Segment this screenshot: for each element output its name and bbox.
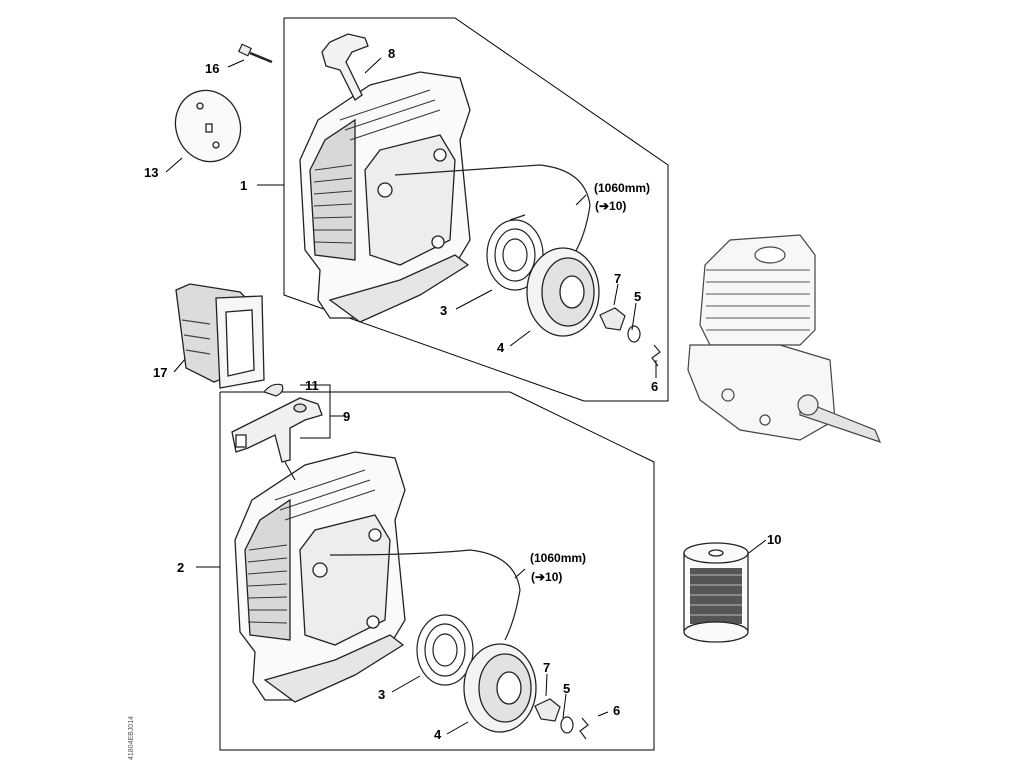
spring-clip-upper [651,344,661,367]
washer-upper [627,325,641,343]
engine-unit [687,234,882,443]
spring-clip-lower [579,717,589,740]
callout-3-lower: 3 [378,687,386,702]
callout-13: 13 [144,165,159,180]
starter-grip-lower [231,397,323,463]
rewind-spring-lower [416,614,474,686]
rope-ref-note-lower: (➔10) [531,570,563,584]
group-2-border [219,391,655,751]
callout-16: 16 [205,61,220,76]
callout-6-lower: 6 [613,703,621,718]
callout-7-upper: 7 [614,271,622,286]
air-duct-17 [175,283,265,389]
drawing-code: 41804EBJ014 [128,716,135,760]
callout-4-upper: 4 [497,340,505,355]
cover-plate-13 [174,89,242,163]
starter-housing-lower [234,451,406,703]
callout-7-lower: 7 [543,660,551,675]
rope-ref-note-upper: (➔10) [595,199,627,213]
callout-17: 17 [153,365,168,380]
rope-rotor-upper [526,247,600,337]
callout-2: 2 [177,560,185,575]
callout-5-upper: 5 [634,289,642,304]
callout-8: 8 [388,46,396,61]
rope-spool-10 [683,542,749,643]
washer-lower [560,716,574,734]
pawl-lower [534,698,561,722]
rope-rotor-lower [463,643,537,733]
callout-1: 1 [240,178,248,193]
starter-grip-upper [321,33,369,101]
starter-rope-lower [329,549,521,641]
callout-6-upper: 6 [651,379,659,394]
starter-housing-upper [299,71,471,323]
callout-9: 9 [343,409,351,424]
screw-16 [237,43,273,64]
callout-3-upper: 3 [440,303,448,318]
starter-rope-upper [394,164,591,261]
rope-length-note-upper: (1060mm) [594,181,651,195]
callout-10: 10 [767,532,782,547]
group-1-border [283,17,669,402]
grip-insert-11 [262,383,284,397]
callout-5-lower: 5 [563,681,571,696]
pawl-upper [599,307,626,331]
callout-4-lower: 4 [434,727,442,742]
rope-length-note-lower: (1060mm) [530,551,587,565]
callout-11: 11 [305,378,319,393]
